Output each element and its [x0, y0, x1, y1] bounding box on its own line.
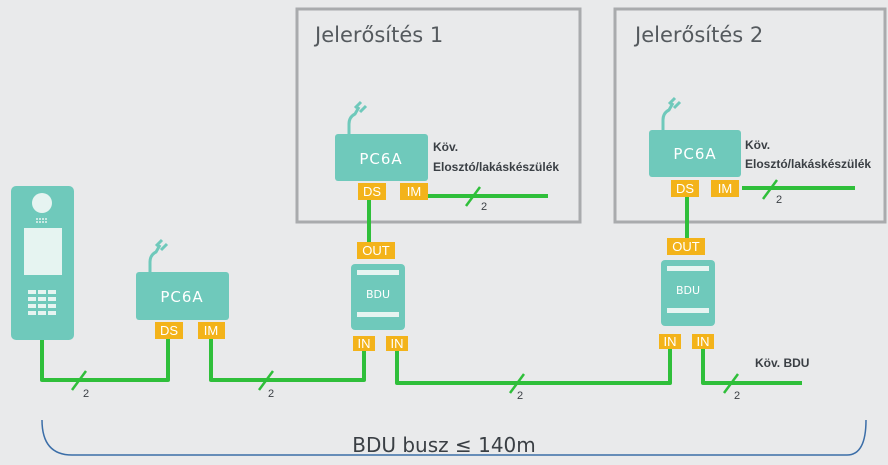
port-in: IN [659, 334, 681, 349]
wire-count-label: 2 [517, 390, 523, 402]
amplifier-box-2-title: Jelerősítés 2 [633, 23, 763, 47]
next-device-note: Köv. [745, 138, 770, 152]
port-out: OUT [357, 242, 395, 259]
port-label: IN [391, 336, 404, 351]
display-screen [24, 228, 62, 275]
power-supply-module-3: PC6A [649, 96, 741, 177]
port-ds: DS [358, 183, 386, 200]
port-ds: DS [155, 322, 183, 339]
module-label: PC6A [160, 288, 203, 306]
port-in: IN [692, 334, 714, 349]
wire-count-marks [70, 179, 779, 394]
module-label: BDU [366, 288, 390, 301]
module-label: PC6A [359, 150, 402, 168]
port-im: IM [198, 322, 225, 339]
wire-count-label: 2 [734, 390, 740, 402]
port-label: IM [718, 181, 732, 196]
power-supply-module-1: PC6A [136, 238, 229, 320]
port-label: IN [697, 334, 710, 349]
wire-count-label: 2 [776, 194, 782, 206]
port-label: OUT [672, 239, 700, 254]
port-in: IN [353, 336, 375, 351]
bdu-module-1: BDU [351, 264, 405, 330]
power-plug-icon [661, 102, 675, 130]
port-label: OUT [362, 243, 390, 258]
power-plug-icon [347, 106, 361, 134]
next-device-note: Elosztó/lakáskészülék [745, 157, 871, 171]
module-label: BDU [676, 284, 700, 297]
module-label: PC6A [673, 145, 716, 163]
camera-icon [32, 193, 52, 213]
wire-bdu1-to-bdu2 [395, 349, 672, 385]
port-label: IN [664, 334, 677, 349]
port-label: IM [407, 184, 421, 199]
next-device-note: Köv. [433, 140, 458, 154]
port-label: DS [676, 181, 694, 196]
wire-count-label: 2 [268, 388, 274, 400]
wiring [40, 186, 855, 385]
power-supply-module-2: PC6A [335, 100, 428, 181]
bus-brace [41, 419, 867, 456]
port-in: IN [386, 336, 408, 351]
bus-length-label: BDU busz ≤ 140m [352, 433, 536, 457]
wire-count-label: 2 [481, 201, 487, 213]
port-label: DS [160, 323, 178, 338]
amplifier-box-2: Jelerősítés 2 [613, 7, 887, 224]
port-label: IM [204, 323, 218, 338]
port-label: IN [358, 336, 371, 351]
speaker-grille-icon [36, 218, 47, 223]
wire-count-label: 2 [83, 388, 89, 400]
keypad-icon [28, 290, 56, 315]
port-im: IM [711, 180, 739, 197]
bdu-module-2: BDU [661, 260, 715, 326]
amplifier-box-1: Jelerősítés 1 [295, 7, 582, 224]
power-plug-icon [148, 244, 162, 272]
next-device-note: Elosztó/lakáskészülék [433, 160, 559, 174]
amplifier-box-1-title: Jelerősítés 1 [313, 23, 443, 47]
port-ds: DS [671, 180, 699, 197]
wire-im-to-bdu1-in [209, 338, 366, 382]
wire-next-bdu [701, 349, 802, 385]
port-im: IM [400, 183, 428, 200]
port-out: OUT [667, 238, 705, 255]
next-bdu-note: Köv. BDU [755, 356, 809, 370]
port-label: DS [363, 184, 381, 199]
wire-panel-to-ds [40, 338, 170, 382]
door-station-panel [11, 186, 74, 340]
